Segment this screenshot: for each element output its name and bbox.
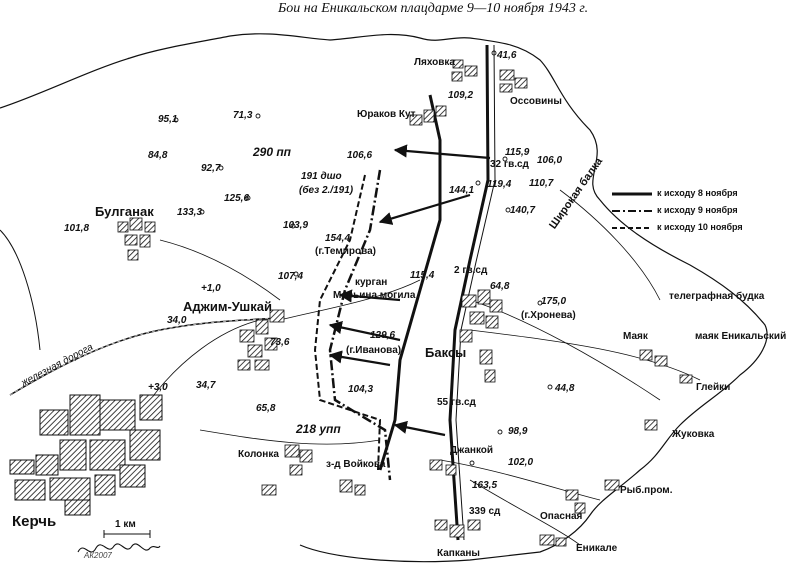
height-98-9: 98,9 bbox=[508, 426, 528, 437]
unit-290-pp: 290 пп bbox=[253, 145, 292, 159]
frontline-9-nov bbox=[328, 169, 392, 481]
feature-telegraph-booth: телеграфная будка bbox=[669, 291, 765, 302]
settlement-zavod-voykova: з-д Войкова bbox=[326, 459, 386, 470]
height-44-8: 44,8 bbox=[555, 383, 575, 394]
west-shore bbox=[0, 229, 41, 351]
settlement-kapkany: Капканы bbox=[437, 548, 480, 559]
height-140-7: 140,7 bbox=[510, 205, 536, 216]
feature-gora-hroneva: (г.Хронева) bbox=[521, 310, 576, 321]
feature-gora-ivanova: (г.Иванова) bbox=[346, 345, 402, 356]
feature-maryina-mogila: Марьина могила bbox=[333, 290, 416, 301]
map-title: Бои на Еникальском плацдарме 9—10 ноября… bbox=[278, 1, 589, 16]
village-blocks bbox=[117, 59, 693, 547]
railway-line bbox=[9, 317, 281, 396]
height-115-4: 115,4 bbox=[410, 270, 435, 281]
height-34-0: 34,0 bbox=[167, 315, 187, 326]
height-110-7: 110,7 bbox=[529, 178, 554, 189]
settlement-mayak-enikalskiy: маяк Еникальский bbox=[695, 331, 787, 342]
legend-label-10-nov: к исходу 10 ноября bbox=[657, 222, 743, 232]
settlement-dzhankoy: Джанкой bbox=[450, 445, 494, 456]
legend-lines bbox=[612, 192, 652, 229]
signature-mark bbox=[77, 543, 161, 553]
frontline-8-nov bbox=[378, 94, 442, 471]
height-163-5: 163,5 bbox=[472, 480, 498, 491]
height-133-3: 133,3 bbox=[177, 207, 203, 218]
height-106-6: 106,6 bbox=[347, 150, 373, 161]
height-107-4: 107,4 bbox=[278, 271, 304, 282]
height-plus-1-0: +1,0 bbox=[201, 283, 221, 294]
unit-339-sd: 339 сд bbox=[469, 506, 501, 517]
height-129-6: 129,6 bbox=[370, 330, 396, 341]
unit-191-dsho-note: (без 2./191) bbox=[299, 185, 354, 196]
legend-label-8-nov: к исходу 8 ноября bbox=[657, 188, 738, 198]
unit-32-gv-sd: 32 гв.сд bbox=[490, 159, 529, 170]
height-102-0: 102,0 bbox=[508, 457, 534, 468]
attack-arrows bbox=[328, 144, 491, 437]
feature-gora-temirova: (г.Темирова) bbox=[315, 246, 376, 257]
height-103-9: 103,9 bbox=[283, 220, 309, 231]
settlement-mayak: Маяк bbox=[623, 331, 648, 342]
height-71-3: 71,3 bbox=[233, 110, 253, 121]
height-109-2: 109,2 bbox=[448, 90, 474, 101]
height-41-6: 41,6 bbox=[497, 50, 517, 61]
kerch-blocks bbox=[9, 394, 163, 516]
height-73-6: 73,6 bbox=[270, 337, 290, 348]
feature-kurgan: курган bbox=[355, 277, 388, 288]
settlement-opasnaya: Опасная bbox=[540, 511, 583, 522]
settlement-kolonka: Колонка bbox=[238, 449, 279, 460]
settlement-kerch: Керчь bbox=[12, 513, 57, 530]
height-104-3: 104,3 bbox=[348, 384, 374, 395]
height-144-1: 144,1 bbox=[449, 185, 475, 196]
height-95-1: 95,1 bbox=[158, 114, 178, 125]
height-markers bbox=[173, 50, 553, 466]
height-34-7: 34,7 bbox=[196, 380, 216, 391]
height-106-0: 106,0 bbox=[537, 155, 563, 166]
settlement-adzhim-ushkay: Аджим-Ушкай bbox=[183, 299, 272, 314]
settlement-ossoviny: Оссовины bbox=[510, 96, 562, 107]
scale-bar bbox=[103, 530, 151, 538]
settlement-bulganak: Булганак bbox=[95, 204, 154, 219]
height-65-8: 65,8 bbox=[256, 403, 276, 414]
signature-text: АК2007 bbox=[84, 551, 112, 560]
height-plus-3-0: +3,0 bbox=[148, 382, 168, 393]
settlement-baksy: Баксы bbox=[425, 345, 467, 360]
settlement-zhukovka: Жуковка bbox=[672, 429, 715, 440]
height-64-8: 64,8 bbox=[490, 281, 510, 292]
roads bbox=[149, 189, 701, 546]
height-175-0: 175,0 bbox=[541, 296, 567, 307]
settlement-enikale: Еникале bbox=[576, 543, 618, 554]
unit-218-upp: 218 упп bbox=[296, 422, 341, 436]
settlement-ryb-prom: Рыб.пром. bbox=[620, 485, 673, 496]
height-125-6: 125,6 bbox=[224, 193, 250, 204]
height-101-8: 101,8 bbox=[64, 223, 90, 234]
legend-label-9-nov: к исходу 9 ноября bbox=[657, 205, 738, 215]
coastline bbox=[0, 33, 768, 563]
unit-2-gv-sd: 2 гв.сд bbox=[454, 265, 488, 276]
settlement-lahovka: Ляховка bbox=[414, 57, 455, 68]
height-115-9: 115,9 bbox=[505, 147, 530, 158]
settlement-yurakov-kut: Юраков Кут bbox=[357, 109, 416, 120]
unit-55-gv-sd: 55 гв.сд bbox=[437, 397, 476, 408]
height-154-4: 154,4 bbox=[325, 233, 351, 244]
height-92-7: 92,7 bbox=[201, 163, 221, 174]
height-84-8: 84,8 bbox=[148, 150, 168, 161]
unit-191-dsho: 191 дшо bbox=[301, 171, 342, 182]
frontline-10-nov bbox=[313, 174, 382, 471]
settlement-gleyki: Глейки bbox=[696, 382, 731, 393]
height-119-4: 119,4 bbox=[487, 179, 512, 190]
scale-label: 1 км bbox=[115, 519, 136, 530]
